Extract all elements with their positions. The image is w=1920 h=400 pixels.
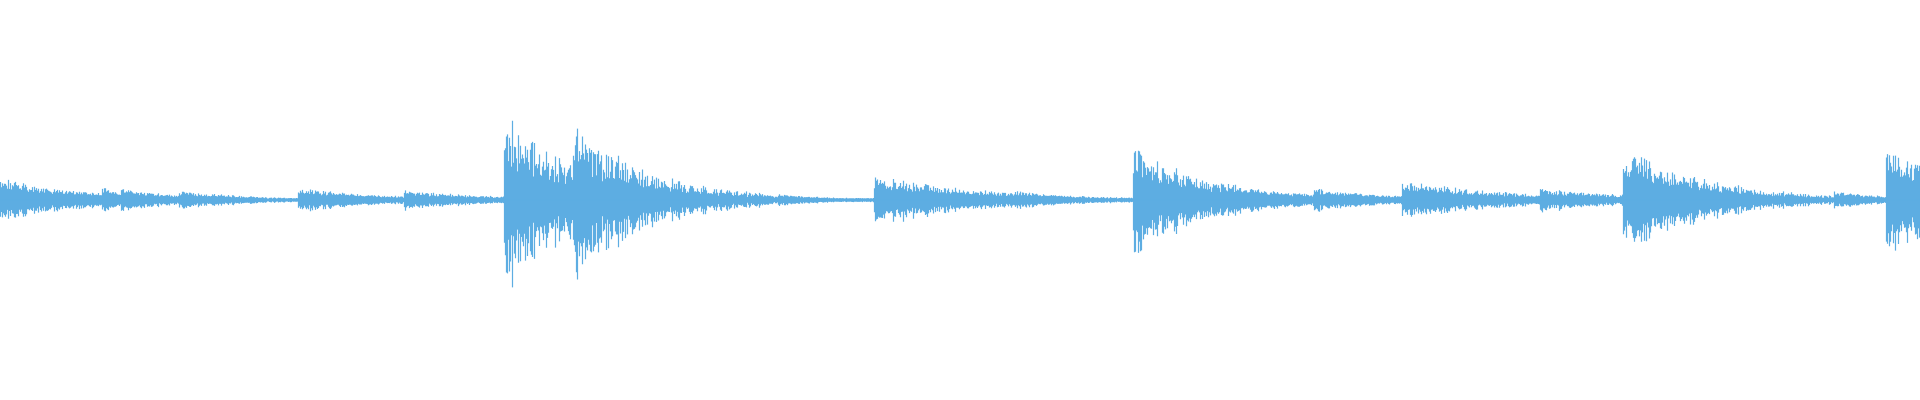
waveform-bars [0,120,1920,288]
waveform-path [0,120,1920,288]
